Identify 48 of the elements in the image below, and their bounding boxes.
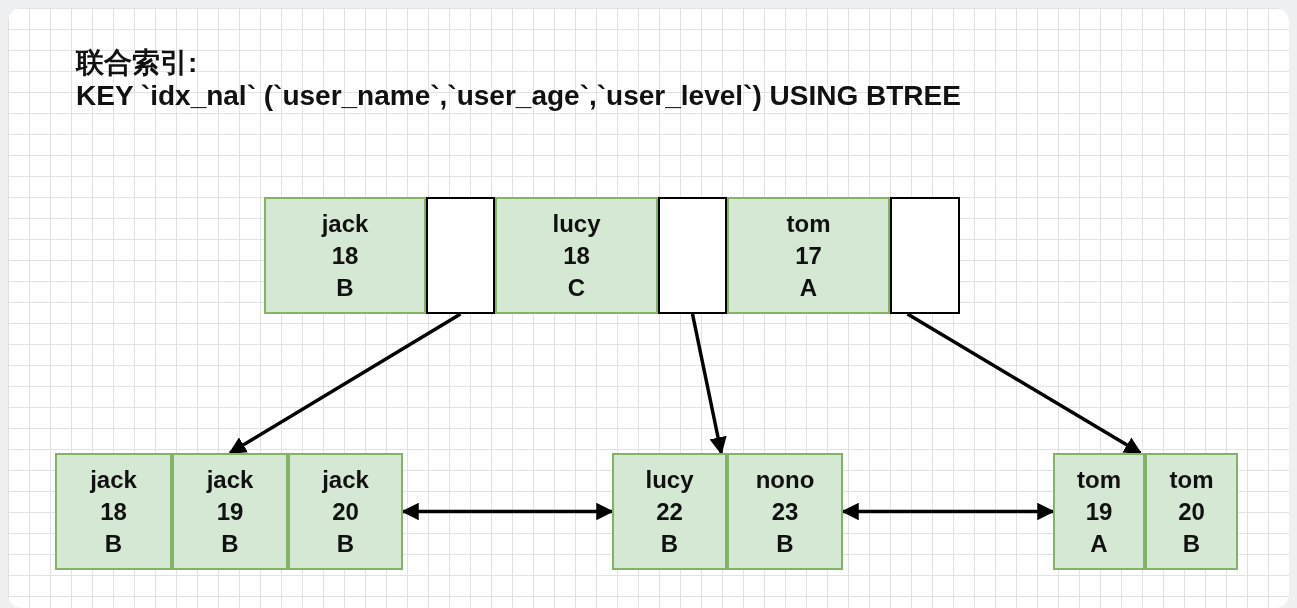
key-cell: [495, 197, 658, 314]
pointer-cell: [658, 197, 727, 314]
cell-text: B: [221, 528, 239, 559]
title: 联合索引:: [76, 46, 198, 80]
key-cell: [1145, 453, 1238, 570]
cell-text: 20: [332, 496, 359, 527]
key-cell: [264, 197, 426, 314]
pointer-cell: [426, 197, 495, 314]
cell-text: 22: [656, 496, 683, 527]
cell-text: tom: [1077, 464, 1121, 495]
cell-text: 18: [100, 496, 127, 527]
cell-text: jack: [90, 464, 137, 495]
cell-text: 18: [331, 240, 359, 271]
cell-text: jack: [322, 464, 369, 495]
key-cell: [727, 197, 890, 314]
cell-text: 20: [1178, 496, 1205, 527]
key-cell: [55, 453, 172, 570]
cell-text: jack: [321, 208, 369, 239]
arrow: [690, 313, 727, 455]
index-definition: KEY `idx_nal` (`user_name`,`user_age`,`user_level`) USING BTREE: [76, 80, 961, 112]
cell-text: lucy: [552, 208, 601, 239]
cell-text: 19: [216, 496, 244, 527]
arrow: [906, 312, 1142, 455]
pointer-cell: [890, 197, 960, 314]
cell-text: tom: [786, 208, 831, 239]
key-cell: [1053, 453, 1145, 570]
cell-text: B: [1182, 528, 1201, 559]
cell-text: A: [1090, 528, 1108, 559]
cell-text: B: [336, 272, 354, 303]
key-cell: [172, 453, 288, 570]
cell-text: 17: [795, 240, 822, 271]
key-cell: [288, 453, 403, 570]
cell-text: A: [799, 272, 818, 303]
cell-text: tom: [1169, 464, 1214, 495]
arrow: [228, 312, 462, 455]
cell-text: lucy: [645, 464, 694, 495]
cell-text: B: [660, 528, 679, 559]
cell-text: B: [104, 528, 123, 559]
key-cell: [727, 453, 843, 570]
cell-text: 19: [1085, 496, 1113, 527]
key-cell: [612, 453, 727, 570]
cell-text: C: [567, 272, 586, 303]
cell-text: 23: [771, 496, 799, 527]
cell-text: B: [776, 528, 794, 559]
cell-text: B: [336, 528, 355, 559]
cell-text: nono: [755, 464, 815, 495]
cell-text: jack: [206, 464, 254, 495]
cell-text: 18: [563, 240, 590, 271]
